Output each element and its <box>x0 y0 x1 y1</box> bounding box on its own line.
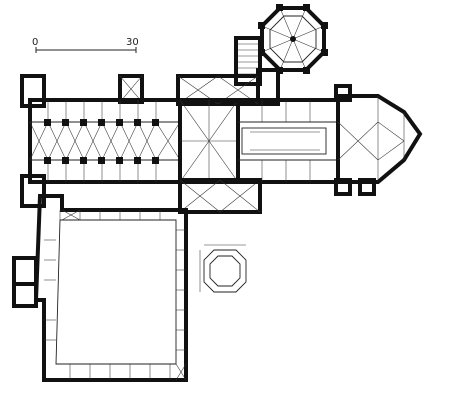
apse <box>334 84 423 196</box>
crossing <box>178 98 262 214</box>
cloister <box>12 194 188 382</box>
scale-bar: 0 30 <box>32 37 139 53</box>
octagonal-lavatorium <box>199 244 247 293</box>
scale-start-label: 0 <box>32 37 38 48</box>
scale-end-label: 30 <box>126 37 139 48</box>
chapter-house <box>258 4 328 74</box>
choir <box>236 98 340 184</box>
nave <box>20 74 182 208</box>
